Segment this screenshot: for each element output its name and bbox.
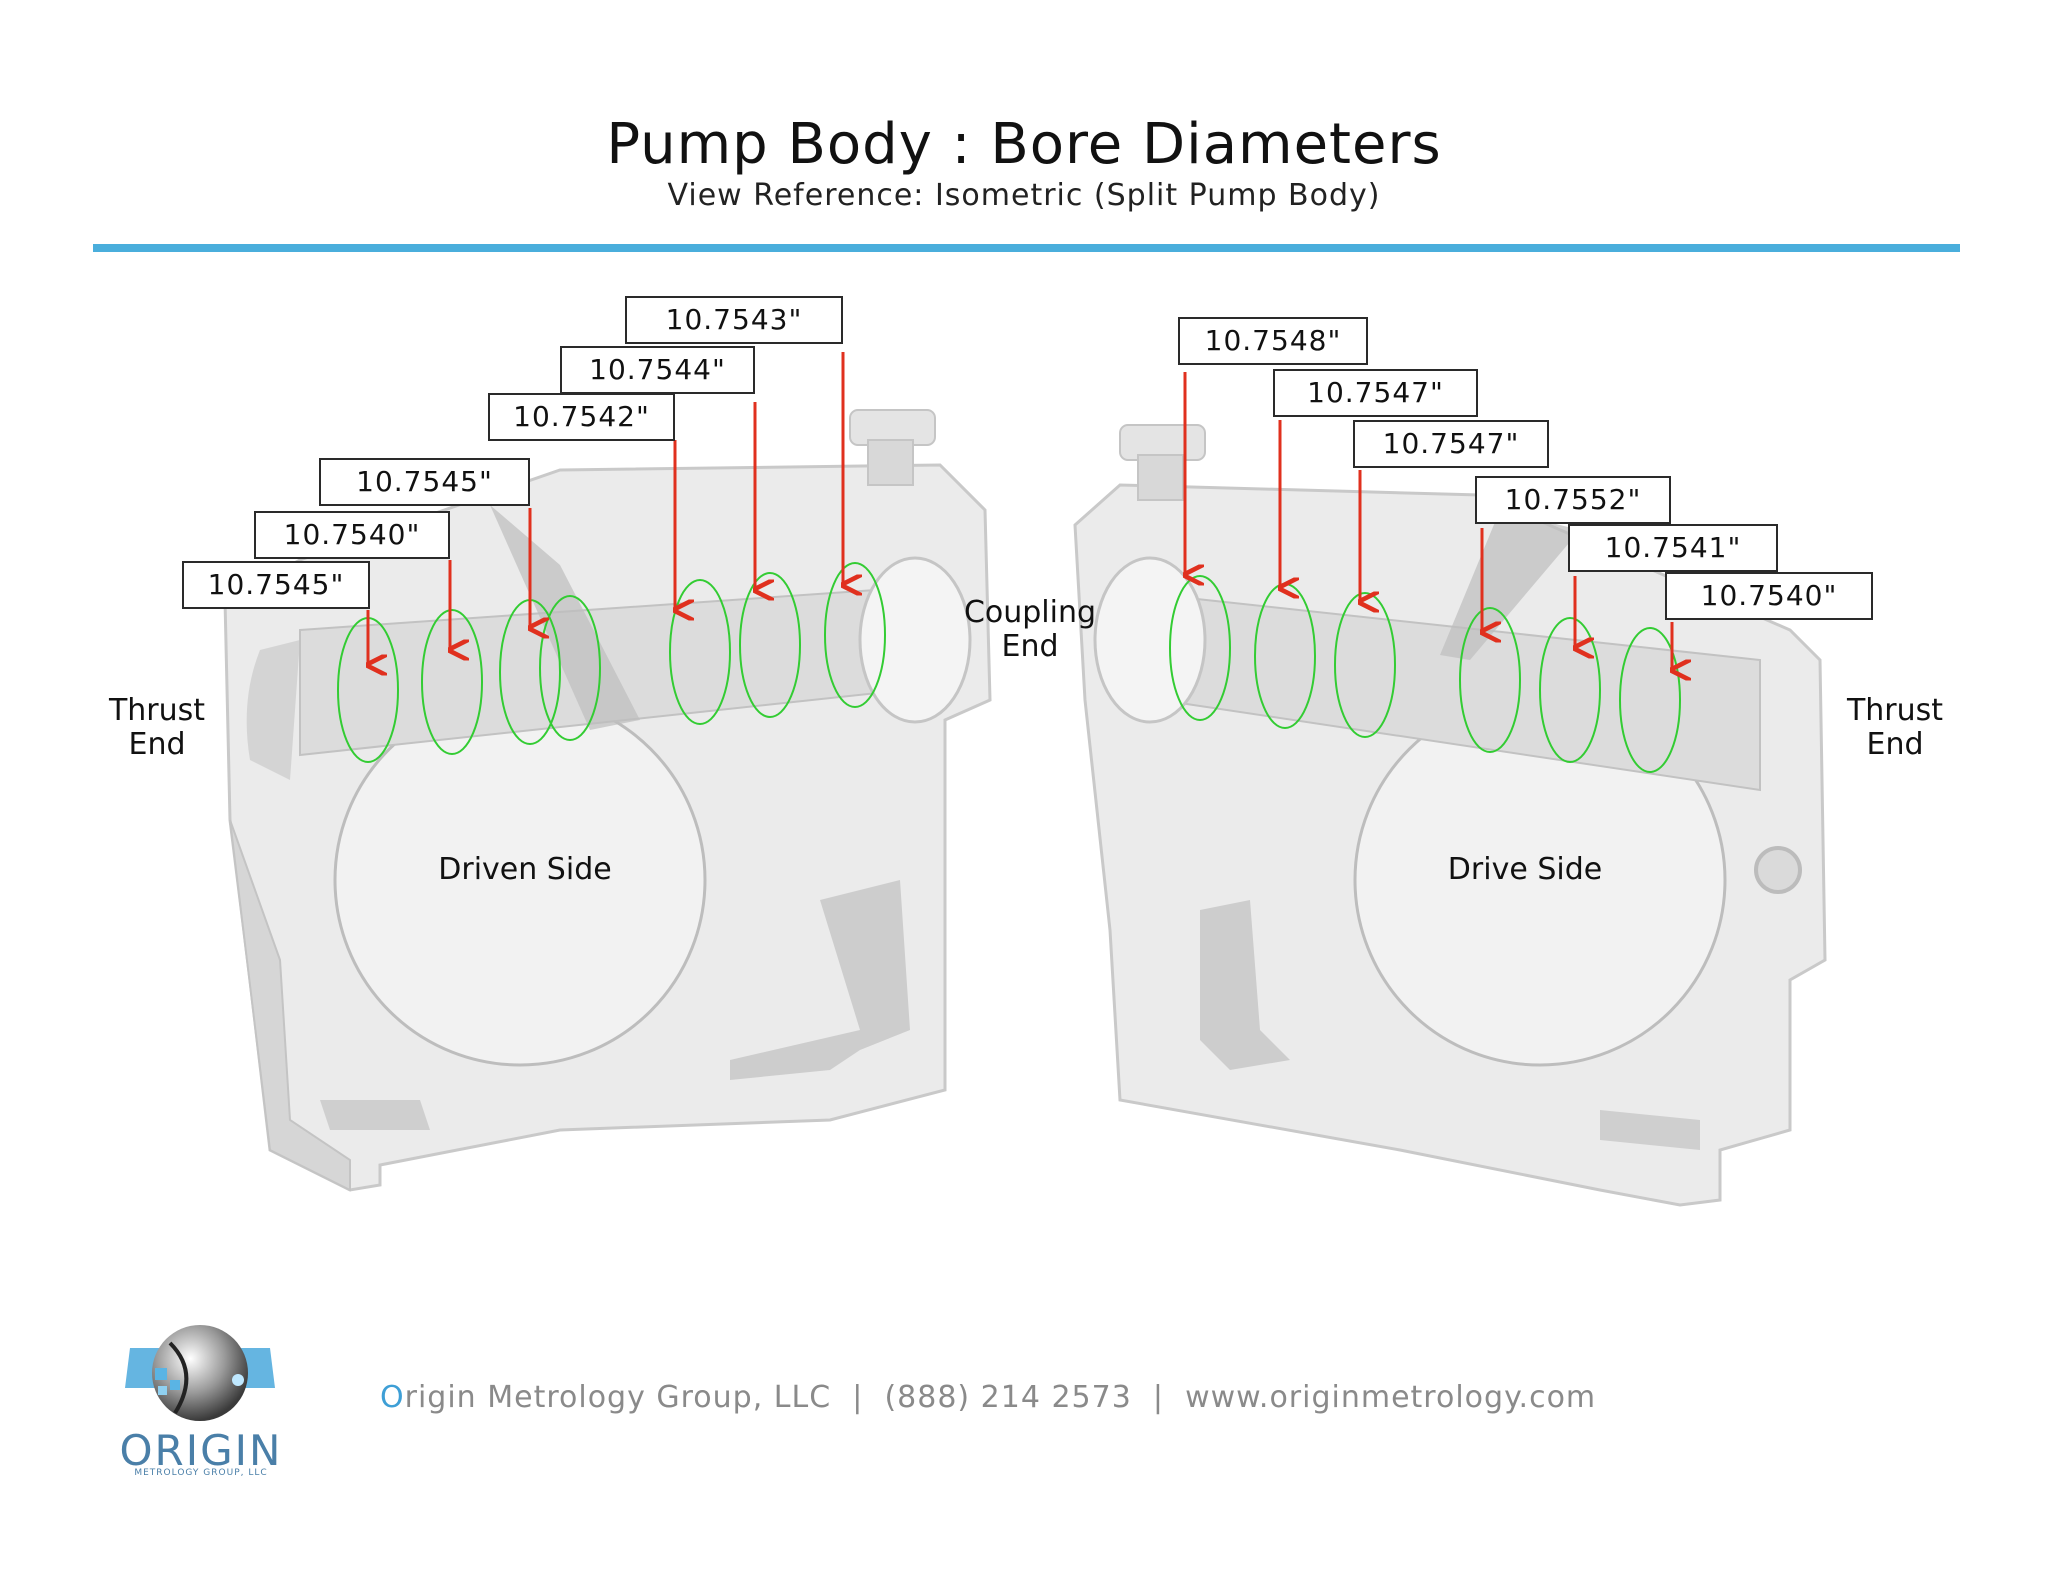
driven-measurement-4: 10.7542" — [488, 393, 675, 441]
driven-measurement-6: 10.7543" — [625, 296, 843, 344]
drive-measurement-2: 10.7547" — [1273, 369, 1478, 417]
thrust-end-right-label: Thrust End — [1830, 694, 1960, 762]
drive-measurement-1: 10.7548" — [1178, 317, 1368, 365]
driven-side-label: Driven Side — [438, 852, 612, 887]
drive-measurement-4: 10.7552" — [1475, 476, 1671, 524]
coupling-end-label: Coupling End — [945, 596, 1115, 664]
driven-side-body — [223, 409, 992, 1192]
drive-measurement-3: 10.7547" — [1353, 420, 1549, 468]
drive-side-label: Drive Side — [1447, 852, 1603, 887]
thrust-end-right-line2: End — [1866, 727, 1924, 762]
logo-wordmark: ORIGIN — [119, 1426, 283, 1475]
logo-subtext: METROLOGY GROUP, LLC — [134, 1468, 268, 1478]
driven-measurement-1: 10.7545" — [182, 561, 370, 609]
driven-measurement-2: 10.7540" — [254, 511, 450, 559]
footer-separator-1: | — [852, 1380, 864, 1415]
driven-measurement-3: 10.7545" — [319, 458, 530, 506]
drive-measurement-5: 10.7541" — [1568, 524, 1778, 572]
footer-separator-2: | — [1152, 1380, 1164, 1415]
page-title: Pump Body : Bore Diameters — [606, 112, 1442, 177]
footer-contact: Origin Metrology Group, LLC | (888) 214 … — [380, 1380, 1596, 1415]
coupling-end-line2: End — [1001, 629, 1059, 664]
thrust-end-right-line1: Thrust — [1846, 693, 1944, 728]
drive-measurement-6: 10.7540" — [1665, 572, 1873, 620]
thrust-end-left-label: Thrust End — [92, 694, 222, 762]
measurement-arrows — [368, 352, 1672, 670]
footer-company-initial: O — [380, 1380, 405, 1415]
footer-website[interactable]: www.originmetrology.com — [1185, 1380, 1597, 1415]
page-subtitle: View Reference: Isometric (Split Pump Bo… — [667, 178, 1381, 213]
drive-side-body — [1073, 424, 1827, 1207]
driven-bore-rings — [337, 562, 886, 763]
footer-phone: (888) 214 2573 — [884, 1380, 1132, 1415]
thrust-end-left-line2: End — [128, 727, 186, 762]
metrology-sphere-icon — [125, 1325, 275, 1421]
thrust-end-left-line1: Thrust — [108, 693, 206, 728]
header-divider — [93, 244, 1960, 252]
footer-company-name: rigin Metrology Group, LLC — [404, 1380, 832, 1415]
driven-measurement-5: 10.7544" — [560, 346, 755, 394]
coupling-end-line1: Coupling — [963, 595, 1097, 630]
